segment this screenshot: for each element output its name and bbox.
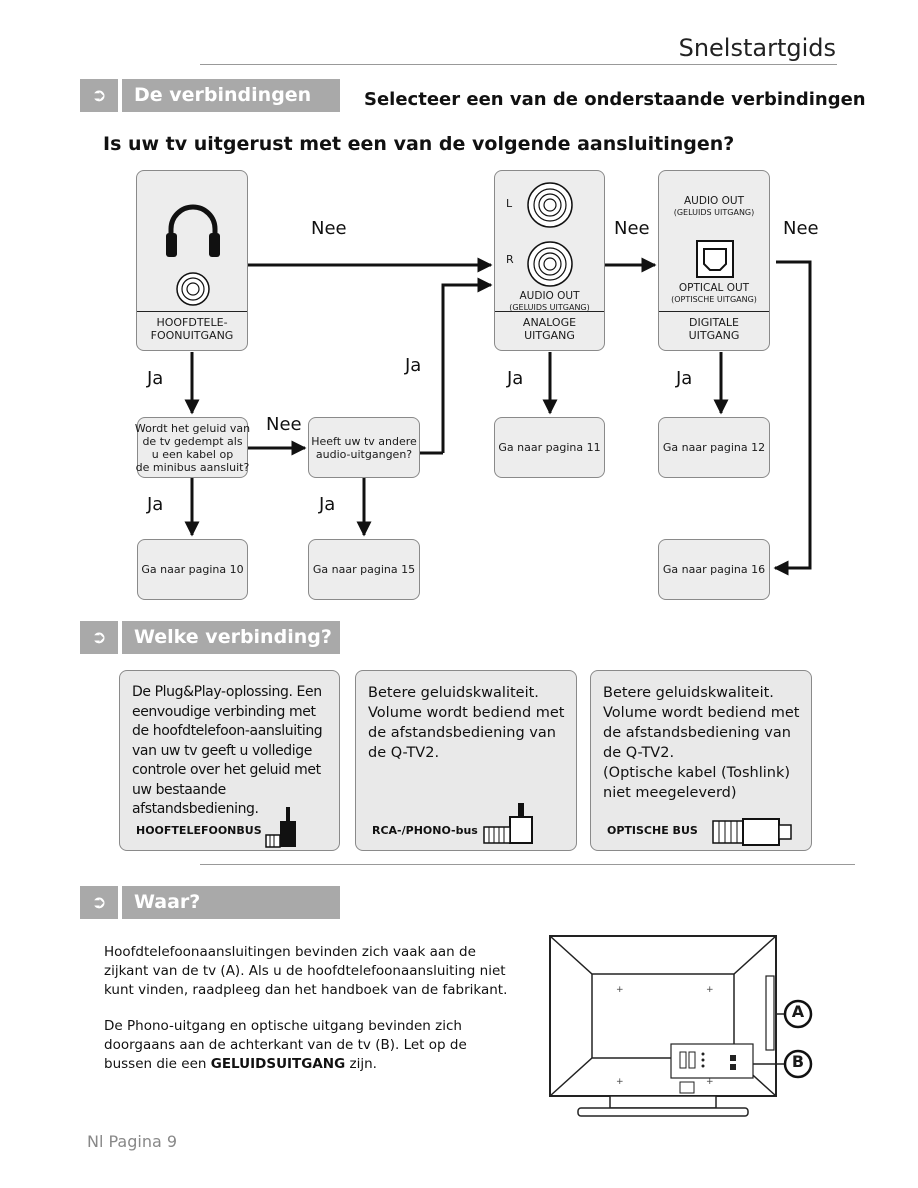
optical-out-label: OPTICAL OUT	[678, 282, 750, 294]
main-question: Is uw tv uitgerust met een van de volgen…	[103, 133, 735, 155]
label-ja-1: Ja	[147, 368, 164, 389]
optical-out-sub: (OPTISCHE UITGANG)	[671, 295, 757, 304]
section-subtitle: Selecteer een van de onderstaande verbin…	[364, 89, 866, 110]
card-optical-tag: OPTISCHE BUS	[607, 824, 698, 837]
card-optical-text: Betere geluidskwaliteit. Volume wordt be…	[603, 685, 800, 801]
label-nee-3: Nee	[783, 218, 819, 239]
card-rca: Betere geluidskwaliteit. Volume wordt be…	[355, 670, 577, 851]
label-ja-5: Ja	[147, 494, 164, 515]
rca-r-label: R	[506, 253, 514, 266]
tv-back-illustration: + + + +	[549, 935, 813, 1117]
rca-connectors-icon	[527, 182, 573, 287]
goto-page-10-box: Ga naar pagina 10	[137, 539, 248, 600]
section-title: Waar?	[122, 886, 340, 919]
label-ja-6: Ja	[319, 494, 336, 515]
section-title: De verbindingen	[122, 79, 340, 112]
digital-output-box: AUDIO OUT (GELUIDS UITGANG) OPTICAL OUT …	[658, 170, 770, 351]
svg-text:+: +	[616, 1077, 624, 1087]
label-nee-4: Nee	[266, 414, 302, 435]
where-paragraph-1: Hoofdtelefoonaansluitingen bevinden zich…	[104, 944, 508, 998]
headphones-icon	[166, 204, 220, 257]
analog-output-caption: ANALOGE UITGANG	[495, 311, 604, 350]
where-paragraph-2-end: zijn.	[345, 1056, 377, 1072]
where-paragraph-2-text: De Phono-uitgang en optische uitgang bev…	[104, 1018, 467, 1072]
page-number: Nl Pagina 9	[87, 1132, 178, 1151]
minijack-plug-icon	[265, 807, 296, 848]
digital-output-caption: DIGITALE UITGANG	[659, 311, 769, 350]
where-paragraph-2-bold: GELUIDSUITGANG	[210, 1056, 346, 1072]
goto-page-16-box: Ga naar pagina 16	[658, 539, 770, 600]
digital-audio-out-sub: (GELUIDS UITGANG)	[673, 208, 755, 217]
goto-page-12-box: Ga naar pagina 12	[658, 417, 770, 478]
card-headphone-text: De Plug&Play-oplossing. Een eenvoudige v…	[132, 684, 323, 817]
arrow-icon: ➲	[80, 621, 118, 654]
section-bar-connections: ➲ De verbindingen	[80, 79, 340, 112]
marker-b-label: B	[791, 1052, 805, 1071]
where-paragraph-2: De Phono-uitgang en optische uitgang bev…	[104, 1017, 504, 1074]
header-rule	[200, 64, 837, 65]
digital-audio-out-label: AUDIO OUT	[683, 195, 745, 207]
analog-output-box: L R AUDIO OUT (GELUIDS UITGANG) ANALOGE …	[494, 170, 605, 351]
page-header-title: Snelstartgids	[678, 34, 836, 62]
section-bar-where: ➲ Waar?	[80, 886, 340, 919]
svg-text:+: +	[706, 985, 714, 995]
analog-audio-out-label: AUDIO OUT	[519, 290, 580, 302]
label-ja-2: Ja	[405, 355, 422, 376]
card-rca-tag: RCA-/PHONO-bus	[372, 824, 478, 837]
optical-plug-icon	[712, 818, 792, 846]
marker-a-label: A	[791, 1002, 805, 1021]
svg-text:+: +	[706, 1077, 714, 1087]
headphone-output-box: HOOFDTELE- FOONUITGANG	[136, 170, 248, 351]
optical-port-icon	[696, 240, 734, 278]
section-title: Welke verbinding?	[122, 621, 340, 654]
card-optical: Betere geluidskwaliteit. Volume wordt be…	[590, 670, 812, 851]
question-mute-box: Wordt het geluid van de tv gedempt als u…	[135, 417, 250, 478]
arrow-icon: ➲	[80, 79, 118, 112]
label-ja-4: Ja	[676, 368, 693, 389]
arrow-icon: ➲	[80, 886, 118, 919]
headphone-output-caption: HOOFDTELE- FOONUITGANG	[137, 311, 247, 350]
label-ja-3: Ja	[507, 368, 524, 389]
card-headphone: De Plug&Play-oplossing. Een eenvoudige v…	[119, 670, 340, 851]
rca-l-label: L	[506, 197, 513, 210]
card-headphone-tag: HOOFTELEFOONBUS	[136, 824, 262, 837]
goto-page-15-box: Ga naar pagina 15	[308, 539, 420, 600]
flow-arrows	[184, 257, 812, 576]
section-bar-which-connection: ➲ Welke verbinding?	[80, 621, 340, 654]
card-rca-text: Betere geluidskwaliteit. Volume wordt be…	[368, 685, 565, 761]
svg-text:+: +	[616, 985, 624, 995]
question-other-outputs-box: Heeft uw tv andere audio-uitgangen?	[308, 417, 420, 478]
label-nee-1: Nee	[311, 218, 347, 239]
goto-page-11-box: Ga naar pagina 11	[494, 417, 605, 478]
section-divider	[200, 864, 855, 865]
rca-plug-icon	[483, 803, 533, 844]
headphone-jack-icon	[176, 272, 210, 306]
label-nee-2: Nee	[614, 218, 650, 239]
analog-audio-out-sub: (GELUIDS UITGANG)	[509, 303, 590, 312]
